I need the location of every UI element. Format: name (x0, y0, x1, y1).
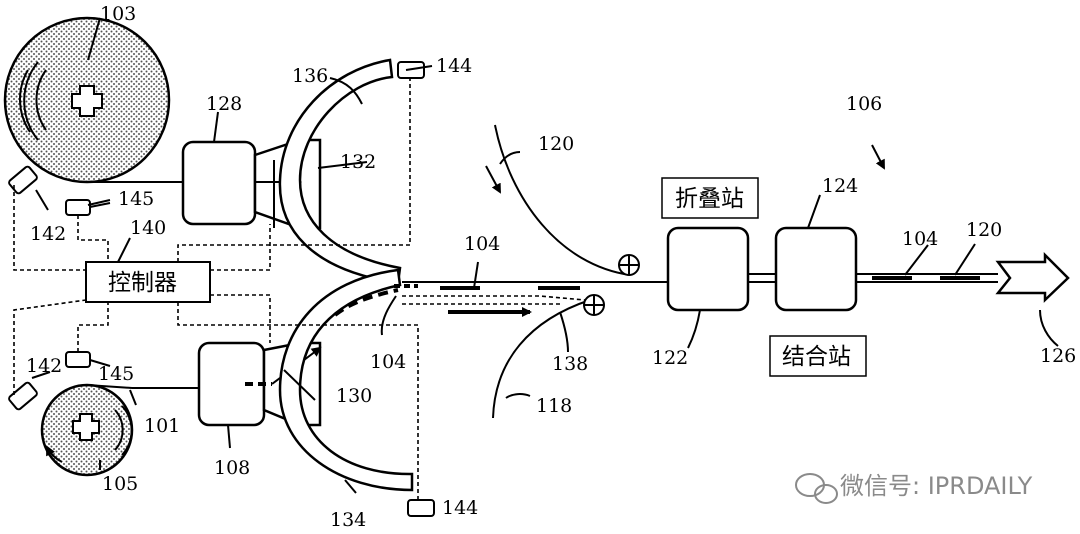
label-104-mid: 104 (464, 233, 500, 255)
label-104-right: 104 (902, 228, 938, 250)
controller-box (85, 261, 211, 303)
roller-icon (583, 294, 605, 316)
web-118 (492, 299, 591, 419)
wechat-icon (795, 473, 838, 504)
label-144-bottom: 144 (442, 497, 478, 519)
label-101: 101 (144, 415, 180, 437)
folding-station-box (666, 226, 750, 312)
roll-103 (3, 16, 171, 184)
center-cross-icon (71, 85, 103, 117)
conveyor (394, 281, 670, 317)
label-134: 134 (330, 509, 366, 531)
center-cross-icon (72, 413, 100, 441)
sensor-145-bottom (65, 351, 91, 368)
label-120-top: 120 (538, 133, 574, 155)
label-118: 118 (536, 395, 572, 417)
sensor-144-bottom (407, 499, 435, 517)
label-142-top: 142 (30, 223, 66, 245)
label-122: 122 (652, 347, 688, 369)
sensor-142-bottom (8, 381, 38, 411)
label-120-right: 120 (966, 219, 1002, 241)
label-145-bottom: 145 (98, 363, 134, 385)
sensor-142-top (8, 165, 38, 195)
joining-station-box (774, 226, 858, 312)
label-128: 128 (206, 93, 242, 115)
output-arrow-icon (995, 251, 1070, 303)
label-130: 130 (336, 385, 372, 407)
label-136: 136 (292, 65, 328, 87)
arrow-106-icon (871, 144, 885, 170)
label-108: 108 (214, 457, 250, 479)
label-140: 140 (130, 217, 166, 239)
label-103: 103 (100, 3, 136, 25)
joining-station-label-box (769, 335, 867, 377)
arrow-120 (485, 165, 501, 194)
folding-station-label: 折叠站 (675, 186, 744, 212)
label-124: 124 (822, 175, 858, 197)
controller-label: 控制器 (108, 270, 177, 296)
signal-lines (13, 78, 419, 500)
leader-lines (31, 17, 1059, 494)
folding-station-label-box (661, 177, 759, 219)
label-126: 126 (1040, 345, 1076, 367)
label-144-top: 144 (436, 55, 472, 77)
joining-station-label: 结合站 (782, 344, 851, 370)
sensor-145-top (65, 199, 91, 216)
watermark-text: 微信号: IPRDAILY (840, 472, 1033, 500)
label-138: 138 (552, 353, 588, 375)
reference-labels: 103 128 136 132 144 145 142 140 104 104 … (26, 3, 1076, 531)
label-104-low: 104 (370, 351, 406, 373)
label-106: 106 (846, 93, 882, 115)
roll-105 (40, 383, 134, 477)
rotation-arrow-icon (46, 445, 63, 463)
label-142-bottom: 142 (26, 355, 62, 377)
label-105: 105 (102, 473, 138, 495)
label-132: 132 (340, 151, 376, 173)
roller-icon (618, 254, 640, 276)
watermark: 微信号: IPRDAILY (795, 472, 1033, 504)
web-120 (494, 124, 631, 276)
label-145-top: 145 (118, 188, 154, 210)
